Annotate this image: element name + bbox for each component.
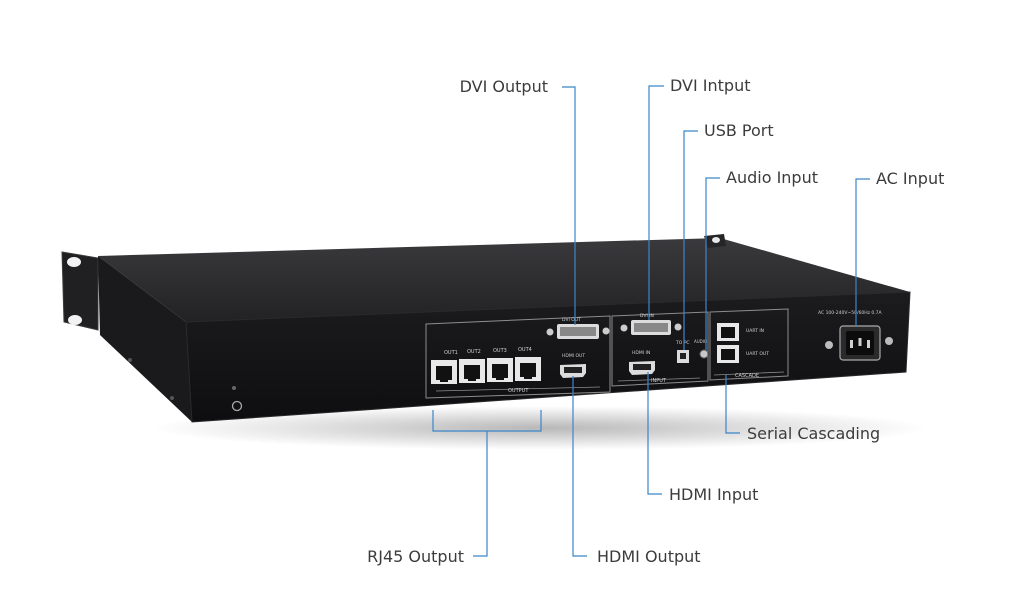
rj45-port-4[interactable] — [515, 357, 541, 381]
ac-input-leader — [855, 178, 870, 326]
rack-ear-hole — [68, 315, 82, 325]
ac-rating-label: AC 100-240V~50/60Hz 0.7A — [818, 310, 883, 316]
hdmi-input-leader — [647, 372, 662, 495]
output-label: OUTPUT — [508, 388, 529, 394]
dvi-input-port[interactable] — [620, 320, 682, 335]
rj45-port-2[interactable] — [459, 359, 485, 383]
hdmi-output-leader — [572, 376, 587, 557]
chassis-top — [98, 238, 910, 322]
dvi-output-leader — [562, 86, 576, 325]
serial-cascading-leader — [725, 375, 740, 434]
dvi-in-label: DVI IN — [640, 313, 654, 319]
ac-power-socket[interactable] — [825, 325, 893, 361]
hdmi-input-port[interactable] — [629, 361, 655, 375]
audio-input-leader — [705, 177, 720, 350]
usb-port-callout: USB Port — [704, 121, 774, 140]
input-panel-outline — [611, 311, 709, 387]
audio-label: AUDIO — [694, 339, 707, 344]
out2-label: OUT2 — [467, 349, 481, 355]
rj45-output-leader — [473, 431, 488, 557]
dvi-out-label: DVI OUT — [562, 317, 581, 323]
rj45-output-callout: RJ45 Output — [367, 547, 464, 566]
out4-label: OUT4 — [518, 347, 532, 353]
uart-in-port[interactable] — [717, 323, 739, 341]
usb-port-leader — [683, 130, 698, 350]
cascade-underline — [713, 371, 785, 376]
input-underline — [617, 377, 701, 382]
output-panel-outline — [425, 315, 611, 399]
uart-out-label: UART OUT — [746, 351, 769, 357]
rj45-port-3[interactable] — [487, 358, 513, 382]
to-pc-label: TO PC — [675, 340, 690, 346]
uart-in-label: UART IN — [746, 328, 764, 334]
hdmi-output-callout: HDMI Output — [597, 547, 701, 566]
hdmi-input-callout: HDMI Input — [669, 485, 759, 504]
ground-terminal — [231, 400, 243, 412]
dvi-input-callout: DVI Intput — [670, 76, 751, 95]
rj45-port-1[interactable] — [431, 360, 457, 384]
screw — [232, 386, 236, 390]
serial-cascading-callout: Serial Cascading — [747, 424, 881, 443]
hdmi-in-label: HDMI IN — [632, 350, 650, 356]
out1-label: OUT1 — [444, 350, 458, 356]
chassis-side — [98, 256, 192, 422]
rack-ear-left — [61, 251, 99, 331]
rack-ear-hole — [712, 237, 720, 243]
uart-out-port[interactable] — [717, 345, 739, 363]
dvi-output-port[interactable] — [546, 324, 610, 339]
dvi-input-leader — [648, 85, 664, 320]
audio-input-callout: Audio Input — [726, 168, 818, 187]
hdmi-out-label: HDMI OUT — [562, 353, 585, 359]
screw — [170, 396, 174, 400]
cascade-panel-outline — [709, 308, 789, 381]
out3-label: OUT3 — [493, 348, 507, 354]
ac-input-callout: AC Input — [876, 169, 945, 188]
hdmi-output-port[interactable] — [560, 364, 586, 378]
screw — [128, 358, 132, 362]
input-label: INPUT — [651, 378, 667, 384]
rack-ear-hole — [67, 257, 81, 267]
audio-input-jack[interactable] — [699, 349, 709, 359]
usb-port[interactable] — [677, 350, 689, 363]
device-shadow — [150, 406, 930, 450]
cascade-label: CASCADE — [735, 373, 759, 379]
dvi-output-callout: DVI Output — [459, 77, 548, 96]
